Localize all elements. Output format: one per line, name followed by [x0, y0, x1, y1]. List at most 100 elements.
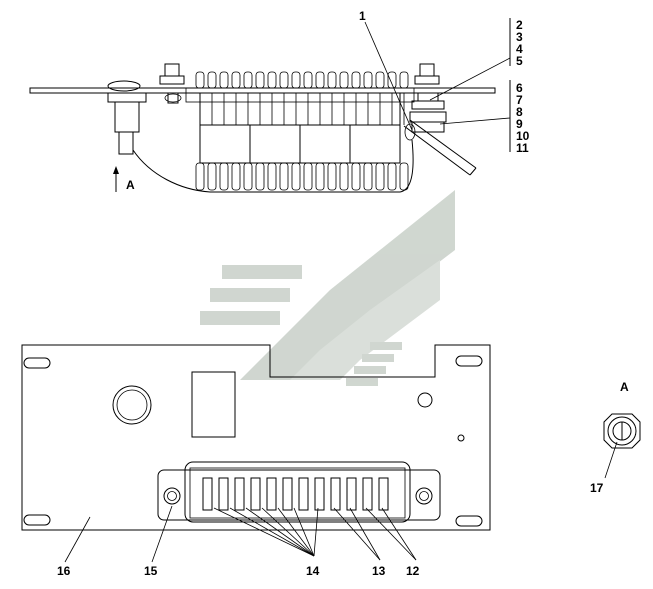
terminal-top: [363, 71, 373, 89]
callout-5: 5: [516, 54, 523, 68]
terminal-bottom: [231, 162, 241, 191]
callout-3: 3: [516, 30, 523, 44]
cable-exit: [403, 119, 477, 176]
leader-2-5: [429, 57, 511, 101]
callout-13: 13: [372, 564, 386, 578]
callout-2: 2: [516, 18, 523, 32]
callout-8: 8: [516, 105, 523, 119]
small-hole: [417, 392, 433, 408]
connector-insert: [189, 467, 406, 519]
callout-15: 15: [144, 564, 158, 578]
leader-14g: [313, 507, 319, 557]
callout-14: 14: [306, 564, 320, 578]
contact-slot: [234, 477, 245, 511]
front-view-plate: [21, 344, 491, 531]
right-bolt: [409, 63, 447, 133]
connector-screw-right-inner: [419, 491, 429, 501]
leader-16: [64, 516, 91, 563]
terminal-top: [219, 71, 229, 89]
leader-14c: [245, 507, 315, 557]
connector-screw-left-inner: [167, 491, 177, 501]
contact-slot: [202, 477, 213, 511]
connector-block-side: [185, 87, 415, 164]
leader-6-11: [439, 117, 511, 125]
terminal-top: [267, 71, 277, 89]
terminal-top: [303, 71, 313, 89]
leader-12b: [381, 507, 417, 561]
connector-shell: [184, 461, 411, 523]
top-view-assembly: A: [29, 63, 496, 193]
terminal-bottom: [303, 162, 313, 191]
view-arrow-a: [113, 166, 119, 192]
callout-10: 10: [516, 129, 530, 143]
callout-labels: 1 2 3 4 5 6 7 8 9 10 11 12 13 14 15 16 1…: [57, 9, 604, 578]
connector-screw-left: [163, 487, 181, 505]
callout-7: 7: [516, 93, 523, 107]
leader-14d: [261, 507, 315, 557]
left-bolt: [159, 63, 185, 104]
slot-top-right: [455, 355, 483, 367]
callout-17: 17: [590, 481, 604, 495]
nut-bore: [607, 416, 637, 446]
contact-slot: [298, 477, 309, 511]
callout-16: 16: [57, 564, 71, 578]
view-arrow-label: A: [126, 178, 135, 192]
leader-15: [151, 505, 173, 563]
terminal-top: [315, 71, 325, 89]
terminal-bottom: [267, 162, 277, 191]
terminal-bottom: [327, 162, 337, 191]
terminal-bottom: [387, 162, 397, 191]
leader-13b: [349, 507, 381, 561]
terminal-bottom: [255, 162, 265, 191]
terminal-bottom: [363, 162, 373, 191]
leader-12a: [365, 507, 417, 561]
terminal-bottom: [375, 162, 385, 191]
contact-slot: [250, 477, 261, 511]
callout-11: 11: [516, 141, 529, 155]
contact-slot: [346, 477, 357, 511]
contact-slot: [330, 477, 341, 511]
terminal-top: [279, 71, 289, 89]
contact-slot: [314, 477, 325, 511]
contact-slot: [362, 477, 373, 511]
large-round-hole-inner: [116, 389, 148, 421]
terminal-top: [255, 71, 265, 89]
terminal-bottom: [279, 162, 289, 191]
leader-13a: [333, 507, 381, 561]
terminal-bottom: [315, 162, 325, 191]
left-fastener: [107, 80, 147, 155]
terminal-top: [387, 71, 397, 89]
detail-label: A: [620, 380, 629, 394]
terminal-top: [231, 71, 241, 89]
mounting-plate-side: [29, 87, 496, 94]
terminal-bottom: [207, 162, 217, 191]
slot-bottom-left: [23, 514, 51, 526]
callout-9: 9: [516, 117, 523, 131]
terminal-bottom: [351, 162, 361, 191]
wire-harness: [132, 139, 414, 193]
callout-6: 6: [516, 81, 523, 95]
top-leaders: [364, 18, 511, 152]
square-cutout: [191, 371, 236, 438]
callout-12: 12: [406, 564, 420, 578]
terminal-bottom: [399, 162, 409, 191]
callout-1: 1: [359, 9, 366, 23]
leader-1: [364, 21, 413, 131]
terminal-bottom: [291, 162, 301, 191]
terminal-top: [351, 71, 361, 89]
plate-outline: [21, 344, 491, 531]
terminal-bottom: [243, 162, 253, 191]
leader-14e: [277, 507, 315, 557]
terminal-bottom: [195, 162, 205, 191]
leader-14b: [229, 507, 315, 557]
contact-slot: [266, 477, 277, 511]
bottom-leaders: [64, 505, 417, 563]
connector-screw-right: [415, 487, 433, 505]
terminal-bottom: [219, 162, 229, 191]
contact-slot: [218, 477, 229, 511]
terminal-top: [375, 71, 385, 89]
terminal-comb-top: [195, 71, 409, 89]
watermark-logo: [200, 190, 455, 386]
